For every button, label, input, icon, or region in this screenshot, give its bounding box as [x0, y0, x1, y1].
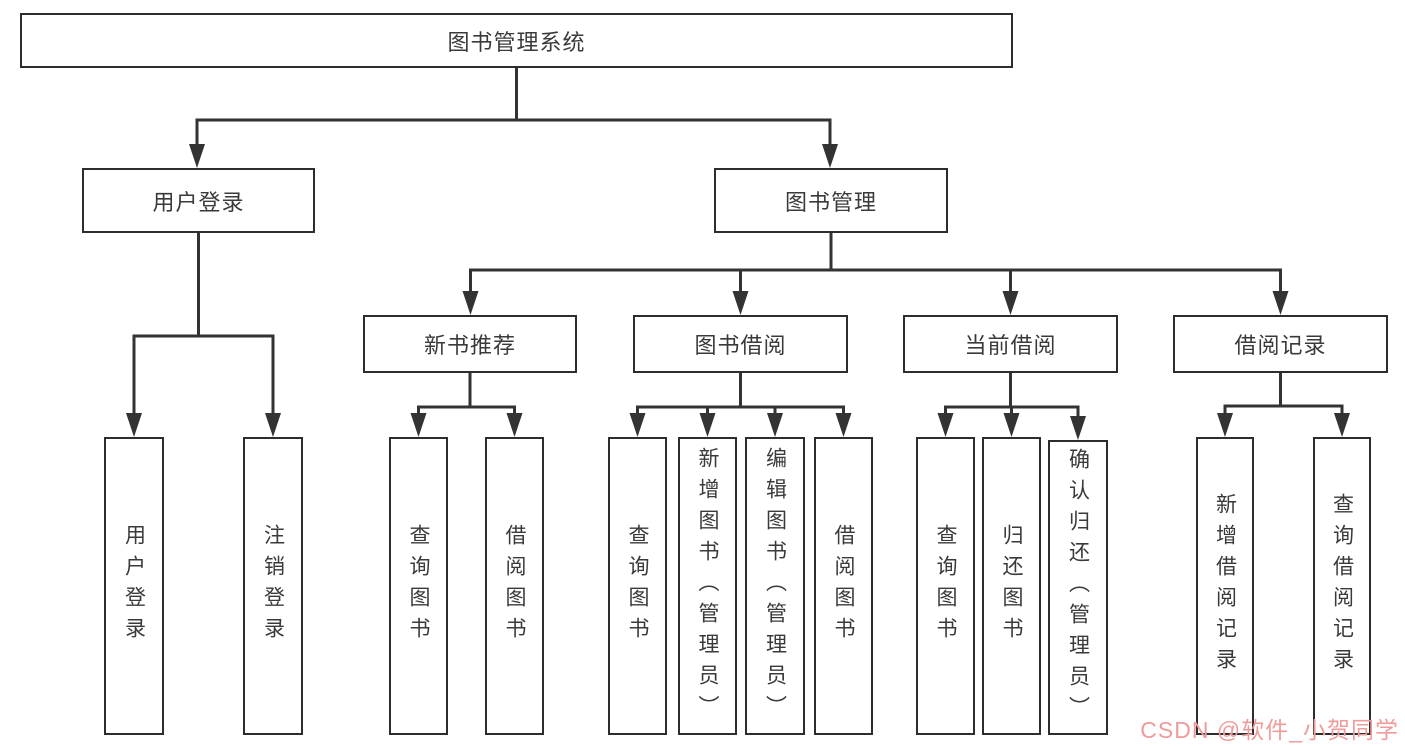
node-library-management-system: 图书管理系统: [20, 13, 1013, 68]
node-label: 注销登录: [261, 524, 285, 648]
node-borrow-records: 借阅记录: [1173, 315, 1388, 373]
node-label: 查询图书: [626, 524, 649, 648]
leaf-borrow-books: 借阅图书: [814, 437, 873, 735]
node-new-book-recommend: 新书推荐: [363, 315, 577, 373]
node-label: 图书管理系统: [447, 29, 586, 55]
node-label: 编辑图书（管理员）: [763, 446, 787, 726]
node-label: 新增借阅记录: [1213, 493, 1237, 679]
node-user-login: 用户登录: [82, 168, 315, 233]
node-label: 借阅图书: [503, 524, 526, 648]
node-label: 借阅记录: [1234, 333, 1327, 358]
node-label: 归还图书: [1000, 524, 1023, 648]
node-book-management: 图书管理: [714, 168, 948, 233]
node-label: 图书借阅: [694, 333, 787, 358]
node-label: 借阅图书: [832, 524, 855, 648]
leaf-edit-book-admin: 编辑图书（管理员）: [745, 437, 805, 735]
leaf-user-login: 用户登录: [104, 437, 164, 735]
csdn-watermark: CSDN @软件_小贺同学: [1140, 717, 1399, 743]
leaf-confirm-return-admin: 确认归还（管理员）: [1048, 440, 1108, 735]
leaf-query-books-current: 查询图书: [916, 437, 975, 735]
node-label: 查询图书: [407, 524, 430, 648]
node-label: 新书推荐: [423, 333, 516, 358]
node-label: 确认归还（管理员）: [1066, 448, 1090, 727]
leaf-borrow-books-recommend: 借阅图书: [485, 437, 544, 735]
node-label: 用户登录: [152, 189, 245, 215]
leaf-return-books: 归还图书: [982, 437, 1041, 735]
node-book-borrow: 图书借阅: [633, 315, 848, 373]
node-current-borrow: 当前借阅: [903, 315, 1118, 373]
leaf-query-books-recommend: 查询图书: [389, 437, 448, 735]
node-label: 查询图书: [934, 524, 957, 648]
leaf-query-borrow-record: 查询借阅记录: [1313, 437, 1371, 735]
node-label: 新增图书（管理员）: [696, 446, 719, 726]
leaf-logout: 注销登录: [243, 437, 303, 735]
node-label: 图书管理: [784, 189, 877, 215]
leaf-add-borrow-record: 新增借阅记录: [1196, 437, 1254, 735]
leaf-add-book-admin: 新增图书（管理员）: [678, 437, 737, 735]
node-label: 查询借阅记录: [1330, 493, 1354, 679]
node-label: 当前借阅: [964, 333, 1057, 358]
node-label: 用户登录: [122, 524, 146, 648]
leaf-query-books-borrow: 查询图书: [608, 437, 667, 735]
